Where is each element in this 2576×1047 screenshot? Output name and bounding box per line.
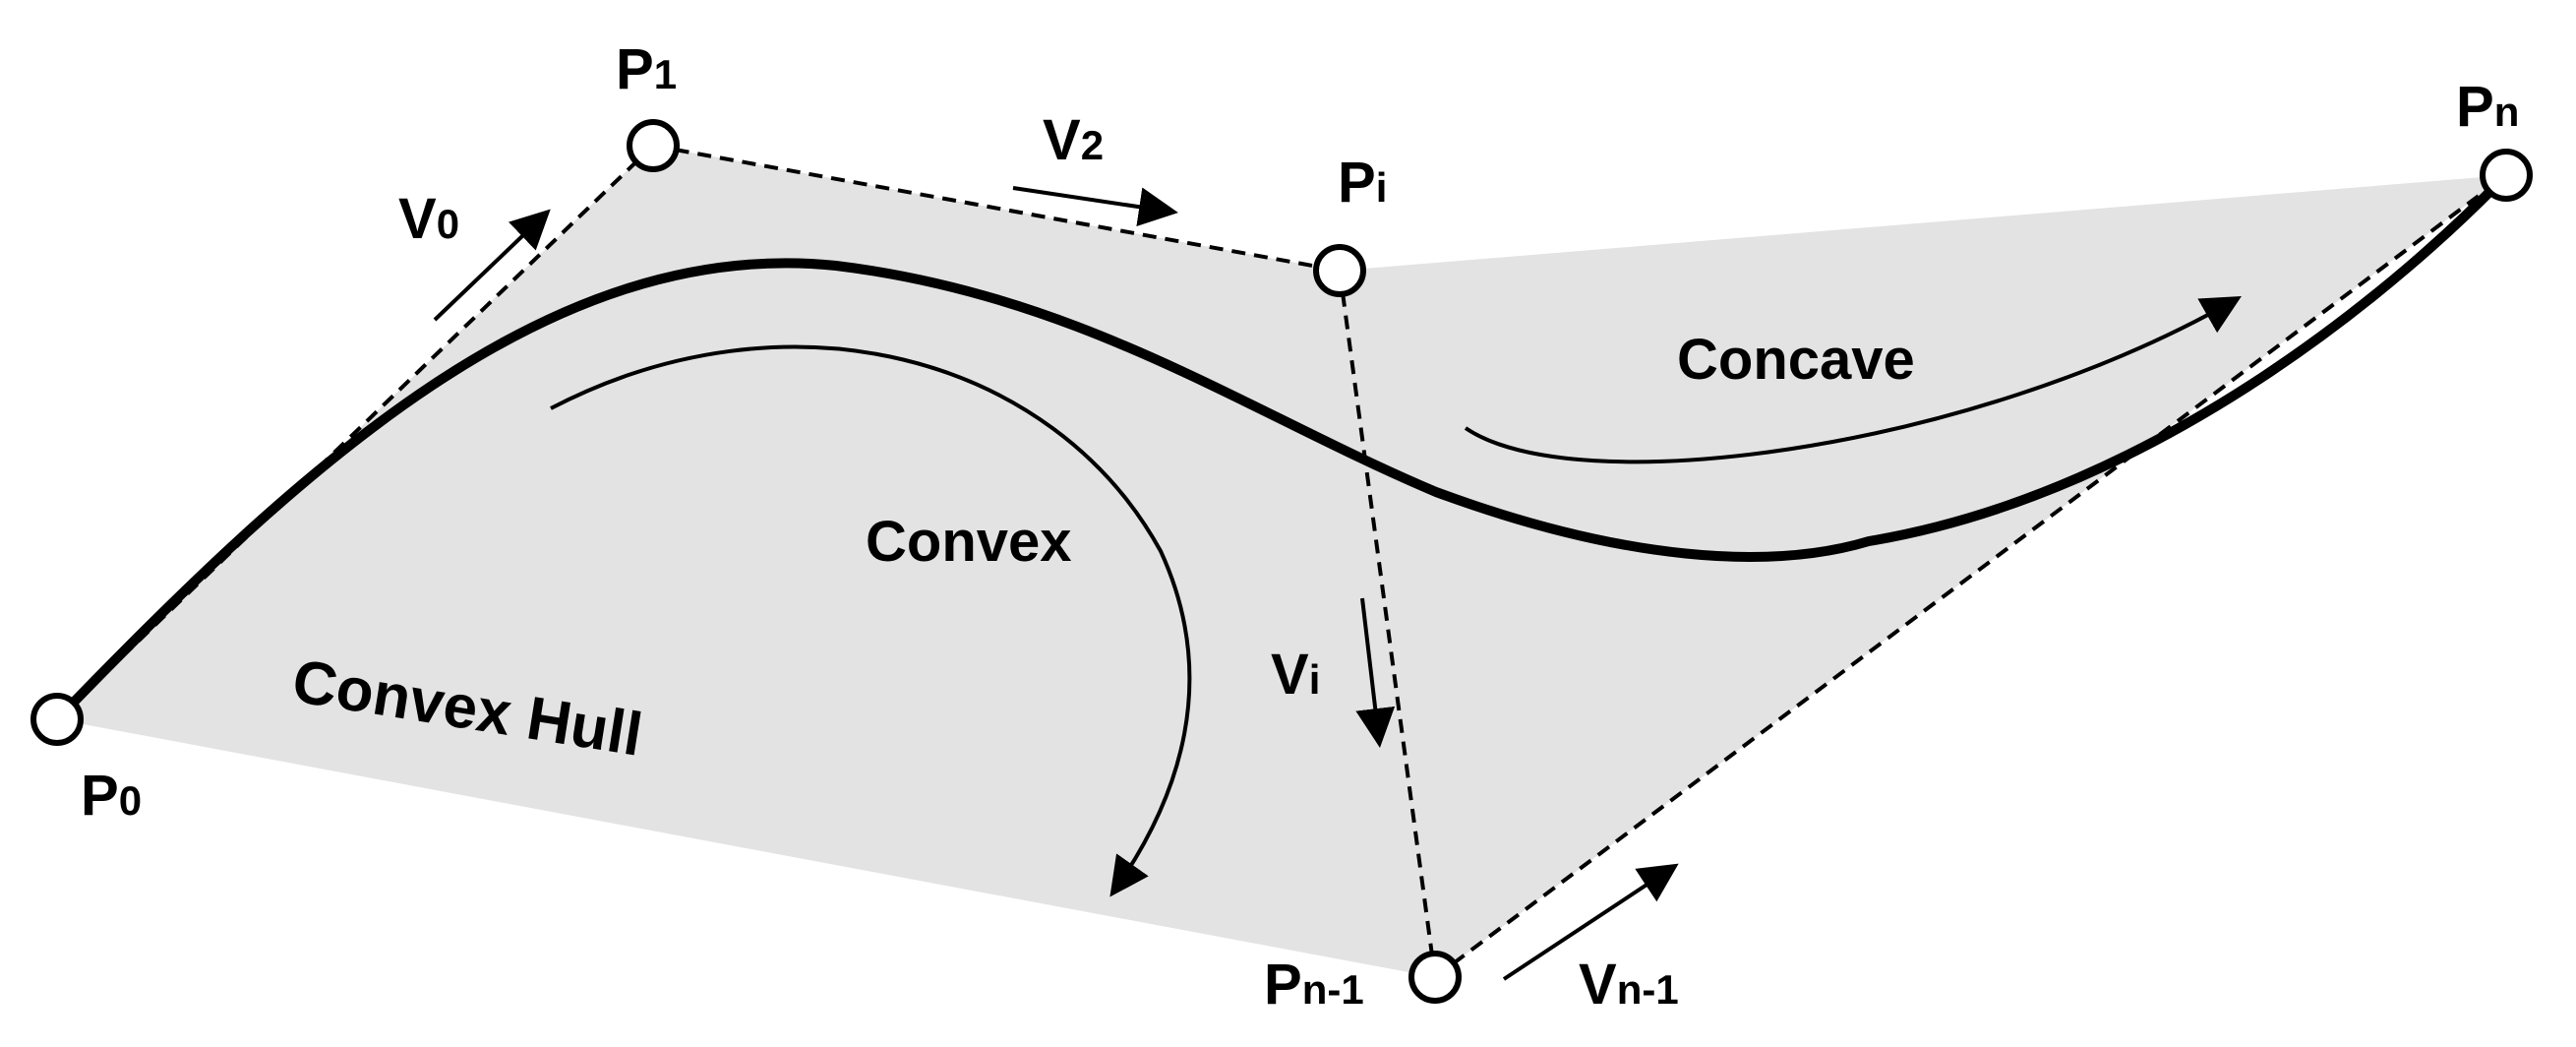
control-edge-p1-pi bbox=[652, 144, 1341, 273]
convex-hull-region bbox=[57, 146, 2506, 977]
label-convex: Convex bbox=[866, 510, 1072, 574]
vector-arrow-vi bbox=[1355, 597, 1396, 748]
vector-arrows bbox=[433, 186, 1679, 981]
label-pi: Pi bbox=[1338, 151, 1387, 215]
control-points bbox=[30, 119, 2533, 1004]
control-point-pi[interactable] bbox=[1313, 244, 1366, 297]
control-point-pn[interactable] bbox=[2480, 149, 2533, 202]
control-edge-pi-pn1 bbox=[1338, 270, 1437, 978]
bezier-curve bbox=[52, 170, 2511, 724]
vector-arrow-v0 bbox=[433, 209, 551, 322]
label-vn1: Vn-1 bbox=[1579, 953, 1679, 1016]
label-concave: Concave bbox=[1677, 328, 1915, 392]
vector-arrow-v2 bbox=[1012, 186, 1178, 227]
control-point-pn1[interactable] bbox=[1408, 951, 1462, 1004]
label-pn: Pn bbox=[2456, 75, 2519, 139]
concave-arrow bbox=[1464, 296, 2242, 464]
label-v2: V2 bbox=[1043, 108, 1104, 172]
label-p0: P0 bbox=[81, 764, 142, 828]
label-p1: P1 bbox=[616, 37, 677, 101]
label-vi: Vi bbox=[1271, 643, 1320, 707]
control-point-p1[interactable] bbox=[627, 119, 680, 172]
label-pn1: Pn-1 bbox=[1264, 953, 1364, 1016]
control-edge-pn1-pn bbox=[1433, 173, 2508, 979]
control-point-p0[interactable] bbox=[30, 693, 84, 746]
vector-arrow-vn1 bbox=[1502, 863, 1679, 981]
convex-arrow bbox=[550, 344, 1192, 897]
label-v0: V0 bbox=[398, 187, 459, 251]
